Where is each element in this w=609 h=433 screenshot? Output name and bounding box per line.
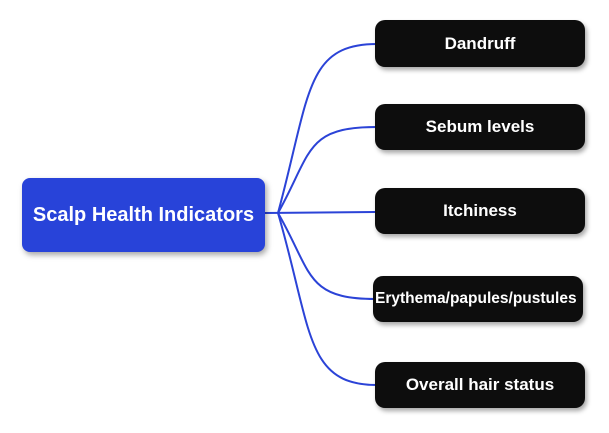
child-node-itchiness[interactable]: Itchiness: [375, 188, 585, 234]
root-node-label: Scalp Health Indicators: [32, 203, 255, 226]
child-node-label: Overall hair status: [405, 375, 555, 394]
connector-line-overall-hair-status: [277, 212, 378, 386]
child-node-overall-hair-status[interactable]: Overall hair status: [375, 362, 585, 408]
child-node-label: Erythema/papules/pustules: [375, 290, 577, 307]
child-node-sebum-levels[interactable]: Sebum levels: [375, 104, 585, 150]
child-node-label: Dandruff: [444, 33, 516, 53]
connector-line-sebum-levels: [277, 126, 378, 214]
root-node-scalp-health-indicators[interactable]: Scalp Health Indicators: [22, 178, 265, 252]
connector-line-erythema: [277, 212, 376, 300]
connector-line-dandruff: [277, 43, 378, 214]
child-node-dandruff[interactable]: Dandruff: [375, 20, 585, 67]
connector-line-itchiness: [264, 211, 376, 214]
child-node-label: Sebum levels: [425, 117, 535, 136]
child-node-label: Itchiness: [443, 201, 517, 220]
child-node-erythema-papules-pustules[interactable]: Erythema/papules/pustules: [373, 276, 583, 322]
